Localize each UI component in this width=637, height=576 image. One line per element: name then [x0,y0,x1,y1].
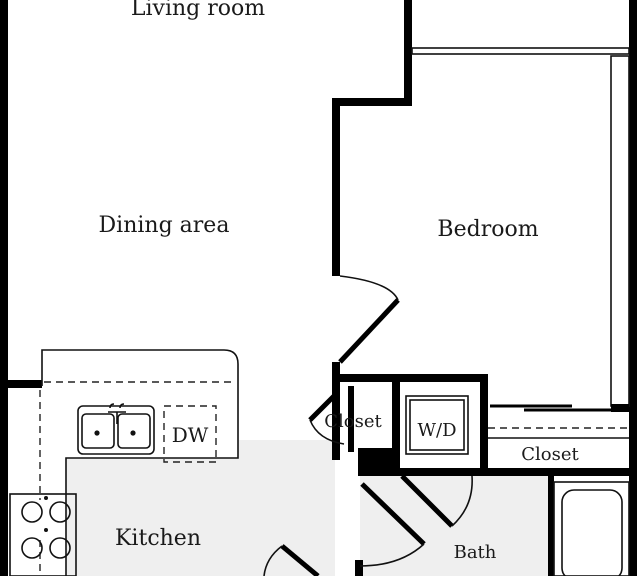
faucet-icon [108,403,126,424]
wall-bath-top [400,468,488,476]
window-right-upper [610,55,630,407]
stove [9,493,77,576]
wall-bedroom-left [332,98,340,276]
burner-5 [44,496,48,500]
room-label-closet-bedroom: Closet [521,444,579,465]
bathtub [553,481,630,576]
sink-drain-left [94,430,100,436]
washer-dryer-box [405,395,469,455]
burner-4 [49,537,71,559]
wall-top-mid [404,0,412,104]
closet-door-leaf [308,392,338,422]
wall-left-upper [0,0,8,386]
room-label-bedroom: Bedroom [437,217,538,242]
wall-kitchen-right [355,560,363,576]
bedroom-door-leaf [338,298,400,364]
wall-wd-right [480,374,488,472]
sink-basin [77,405,155,455]
kitchen-counter [41,349,239,576]
wall-left-lower [0,380,42,388]
wall-closet-bottom [358,448,400,476]
wall-closet-top [332,374,486,382]
dishwasher-box [163,405,217,463]
wall-right [629,56,637,576]
room-label-bath: Bath [454,542,497,563]
bath-door-swing [359,543,425,567]
kitchen-door-leaf [280,544,320,576]
wd-door-leaf [400,474,454,528]
closet-door-swing [309,419,345,445]
dishwasher-label: DW [172,423,209,447]
burner-3 [21,537,43,559]
burner-6 [44,528,48,532]
kitchen-door-swing [263,545,283,576]
room-label-dining-area: Dining area [99,213,230,238]
room-label-living-room: Living room [131,0,265,21]
sink-drain-right [130,430,136,436]
bathtub-inner [561,489,623,576]
burner-1 [21,501,43,523]
wall-closet2-bottom [486,468,637,476]
wall-bedroom-top [332,98,412,106]
sink-bowl-left [81,413,115,449]
wall-top-right [629,0,637,56]
wd-door-swing [451,475,473,527]
wall-left-bottom [0,380,8,576]
room-label-kitchen: Kitchen [115,526,201,551]
wall-bath-left [548,476,554,576]
wall-closet-inner [348,386,354,452]
wall-bedroom-left-lower [332,362,340,460]
bedroom-door-swing [339,275,399,301]
washer-dryer-panel [409,399,465,451]
washer-dryer-label: W/D [418,420,457,441]
window-top-right [411,47,630,55]
bath-door-leaf [360,482,426,546]
bath-floor-shade [360,476,548,576]
burner-2 [49,501,71,523]
sink-bowl-right [117,413,151,449]
room-label-closet-hall: Closet [324,411,382,432]
wall-closet-right [392,374,400,476]
kitchen-floor-shade [66,440,335,576]
wall-closet2-right [611,404,629,412]
